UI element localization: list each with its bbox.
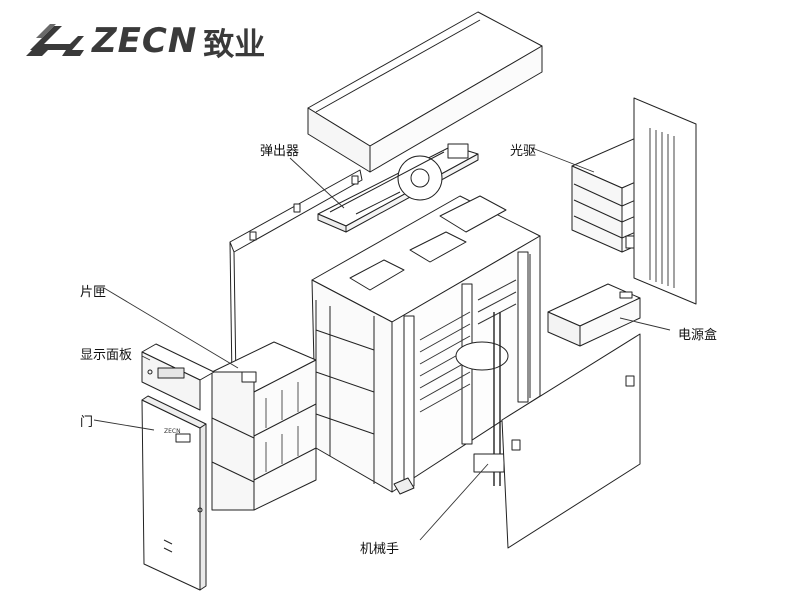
main-frame <box>311 195 541 495</box>
brand-logo: ZECN 致业 <box>22 20 266 63</box>
drive-stack <box>571 97 697 305</box>
display-panel <box>141 343 215 411</box>
door-badge: ZECN <box>164 428 181 435</box>
callout-drive: 光驱 <box>510 144 537 159</box>
front-door <box>141 395 207 591</box>
top-cover <box>307 11 543 173</box>
zecn-logo-icon <box>26 24 84 56</box>
brand-latin: ZECN <box>92 21 198 61</box>
psu-box <box>547 283 641 347</box>
right-door <box>501 333 641 549</box>
callout-magazine: 片匣 <box>80 285 107 300</box>
leader-lines <box>93 147 671 541</box>
ejector-assembly <box>317 143 479 233</box>
callout-robot-arm: 机械手 <box>360 542 400 557</box>
brand-chinese: 致业 <box>203 26 266 63</box>
magazine-stack <box>211 341 317 511</box>
callout-ejector: 弹出器 <box>260 144 300 159</box>
callout-door: 门 <box>80 415 94 430</box>
callout-display-panel: 显示面板 <box>80 348 133 363</box>
callout-psu: 电源盒 <box>678 328 718 343</box>
